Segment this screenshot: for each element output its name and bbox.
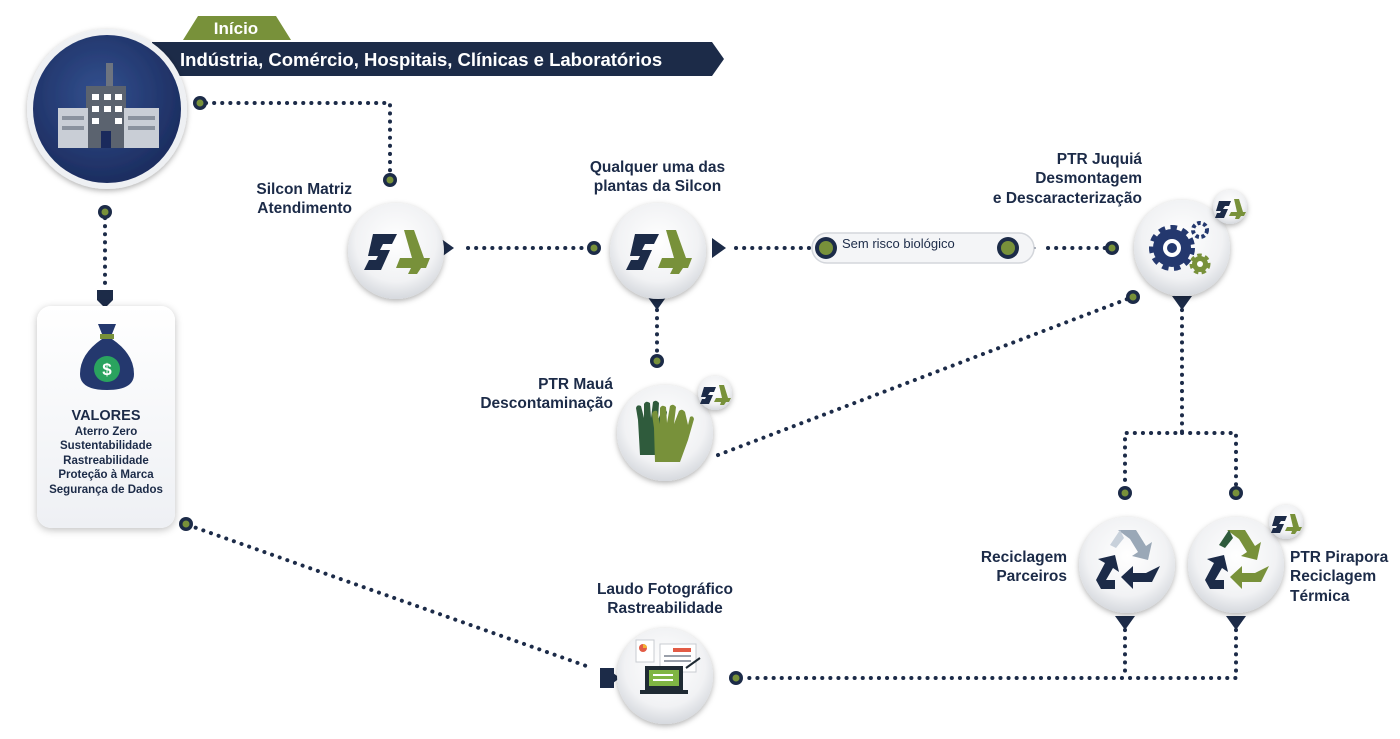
photo-report-icon xyxy=(635,639,701,694)
connector-juquia-split xyxy=(1123,308,1238,489)
dot xyxy=(179,517,193,531)
juquia-node xyxy=(1134,190,1247,310)
dot xyxy=(587,241,601,255)
banner-title: Indústria, Comércio, Hospitais, Clínicas… xyxy=(152,42,722,76)
silcon-mini-logo-icon xyxy=(1271,514,1302,534)
dot xyxy=(383,173,397,187)
laudo-label: Laudo Fotográfico Rastreabilidade xyxy=(596,581,734,618)
silcon-mini-logo-icon xyxy=(700,385,731,405)
connector-maua-juquia xyxy=(716,296,1132,457)
values-title: VALORES xyxy=(71,408,141,424)
recycle-icon xyxy=(1096,530,1160,589)
values-item: Rastreabilidade xyxy=(63,454,149,467)
juquia-label: PTR Juquiá Desmontagem e Descaracterizaç… xyxy=(992,151,1142,207)
values-item: Proteção à Marca xyxy=(58,469,154,482)
biorisk-badge-label: Sem risco biológico xyxy=(842,236,955,251)
values-list: Aterro Zero Sustentabilidade Rastreabili… xyxy=(37,425,175,497)
matriz-label: Silcon Matriz Atendimento xyxy=(256,181,352,218)
svg-text:$: $ xyxy=(102,360,112,379)
maua-label: PTR Mauá Descontaminação xyxy=(480,376,613,413)
dot xyxy=(650,354,664,368)
parceiros-node xyxy=(1079,517,1175,630)
biorisk-badge xyxy=(811,232,1036,264)
connector-dots xyxy=(98,96,1243,685)
dot xyxy=(1126,290,1140,304)
banner-title-text: Indústria, Comércio, Hospitais, Clínicas… xyxy=(180,49,663,70)
gloves-icon xyxy=(636,400,694,462)
dot xyxy=(1118,486,1132,500)
silcon-mini-logo-icon xyxy=(1215,199,1246,219)
header-banner xyxy=(152,16,724,76)
matriz-node xyxy=(348,203,454,299)
values-tab xyxy=(97,290,113,308)
laudo-node xyxy=(600,628,713,724)
silcon-logo-icon xyxy=(364,230,430,274)
values-item: Sustentabilidade xyxy=(59,440,153,453)
connector-values-laudo xyxy=(186,523,594,670)
connector-recycle-laudo xyxy=(741,628,1238,680)
gears-icon xyxy=(1149,221,1211,275)
dot xyxy=(729,671,743,685)
parceiros-label: Reciclagem Parceiros xyxy=(980,549,1067,586)
dot xyxy=(193,96,207,110)
pirapora-label: PTR Pirapora Reciclagem Térmica xyxy=(1290,549,1389,605)
plantas-node xyxy=(610,203,726,310)
values-item: Segurança de Dados xyxy=(49,483,163,496)
dot xyxy=(1229,486,1243,500)
pirapora-node xyxy=(1188,505,1303,630)
silcon-logo-icon xyxy=(626,230,692,274)
tab-inicio: Início xyxy=(213,19,259,38)
values-item: Aterro Zero xyxy=(74,426,138,438)
recycle-icon xyxy=(1205,530,1269,589)
dot xyxy=(1105,241,1119,255)
money-bag-icon: $ xyxy=(80,324,134,390)
plantas-label: Qualquer uma das plantas da Silcon xyxy=(589,159,726,196)
maua-node xyxy=(617,376,732,481)
connector-factory-matriz xyxy=(204,101,392,180)
factory-icon xyxy=(58,63,159,148)
connector-lines xyxy=(103,101,1238,680)
dot xyxy=(98,205,112,219)
